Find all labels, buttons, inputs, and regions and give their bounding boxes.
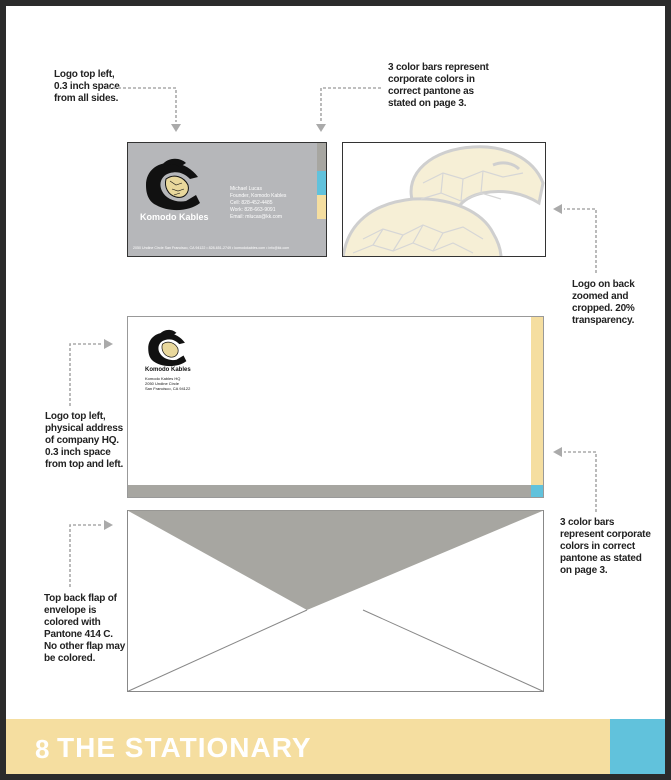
arrow-envelope-flap xyxy=(104,520,113,530)
footer-bar xyxy=(6,719,610,774)
business-card-front: Komodo Kables Michael Lucas Founder, Kom… xyxy=(127,142,327,257)
color-bar-gray xyxy=(317,143,326,171)
arrow-color-bars-card xyxy=(316,124,326,132)
note-color-bars-letterhead: 3 color bars represent corporate colors … xyxy=(560,517,651,576)
business-card-back xyxy=(342,142,546,257)
envelope-top-flap xyxy=(127,510,544,610)
leader-logo-letterhead xyxy=(69,343,102,406)
page-title: THE STATIONARY xyxy=(57,732,312,763)
card-footer-line: 2050 Undine Circle San Francisco, CA 941… xyxy=(133,246,290,250)
note-logo-letterhead: Logo top left, physical address of compa… xyxy=(45,411,124,470)
arrow-logo-card xyxy=(171,124,181,132)
note-color-bars-card: 3 color bars represent corporate colors … xyxy=(388,62,489,109)
letterhead-color-bar-yellow xyxy=(531,317,543,485)
letterhead-color-bar-blue xyxy=(531,485,543,497)
note-logo-card: Logo top left, 0.3 inch space from all s… xyxy=(54,69,120,104)
komodo-lizard-icon xyxy=(146,158,200,211)
footer-blue-block xyxy=(610,719,665,774)
leader-color-bars-letterhead xyxy=(564,451,597,512)
letterhead-company: Komodo Kables xyxy=(145,367,191,373)
leader-envelope-flap xyxy=(69,524,102,587)
stationery-guide-page: Logo top left, 0.3 inch space from all s… xyxy=(6,6,665,774)
page-number: 8 xyxy=(35,734,50,764)
leader-logo-back xyxy=(564,208,597,273)
letterhead-color-bar-gray xyxy=(128,485,531,497)
envelope xyxy=(127,510,544,692)
color-bar-blue xyxy=(317,171,326,195)
arrow-logo-letterhead xyxy=(104,339,113,349)
arrow-color-bars-letterhead xyxy=(553,447,562,457)
color-bar-yellow xyxy=(317,195,326,219)
letterhead: Komodo Kables Komodo Kables HQ 2050 Undi… xyxy=(127,316,544,498)
card-brand-name: Komodo Kables xyxy=(140,212,209,222)
leader-color-bars-card xyxy=(320,87,381,122)
komodo-lizard-watermark xyxy=(343,145,545,256)
komodo-lizard-icon xyxy=(148,329,187,367)
arrow-logo-back xyxy=(553,204,562,214)
note-envelope-flap: Top back flap of envelope is colored wit… xyxy=(44,593,126,664)
note-logo-back: Logo on back zoomed and cropped. 20% tra… xyxy=(572,279,635,326)
card-contact-info: Michael Lucas Founder, Komodo Kables Cel… xyxy=(230,186,287,220)
letterhead-address: Komodo Kables HQ 2050 Undine Circle San … xyxy=(145,376,191,391)
